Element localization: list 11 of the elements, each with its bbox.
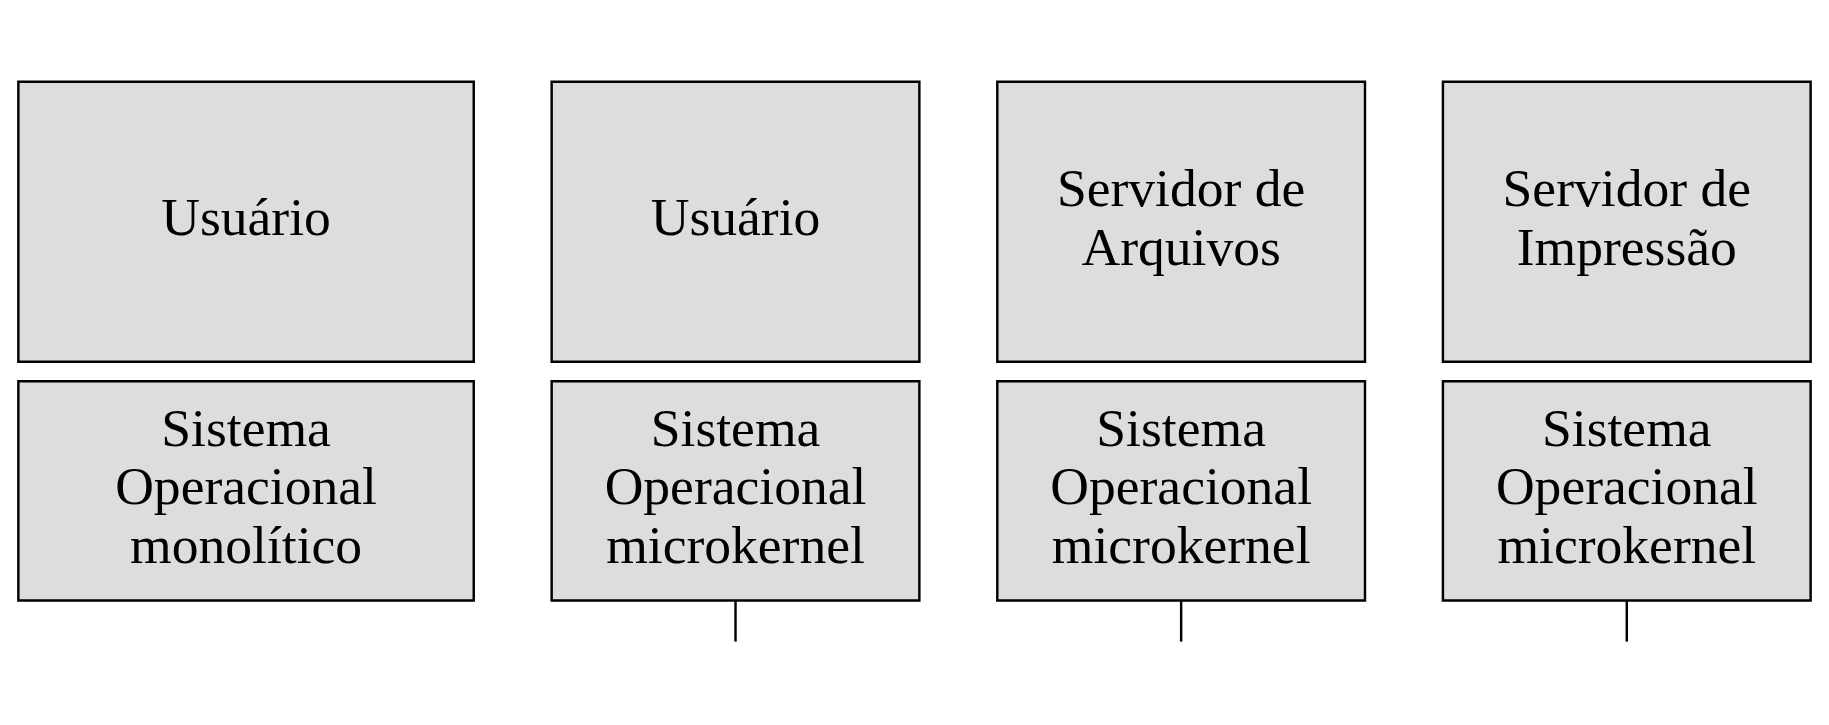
node-box: Usuário — [550, 80, 921, 363]
node-box: Servidor de Impressão — [1441, 80, 1812, 363]
connector — [1179, 599, 1183, 642]
node-box: Sistema Operacional microkernel — [996, 379, 1367, 602]
node-box: Servidor de Arquivos — [996, 80, 1367, 363]
node-box: Usuário — [17, 80, 475, 363]
node-box: Sistema Operacional microkernel — [550, 379, 921, 602]
node-box: Sistema Operacional monolítico — [17, 379, 475, 602]
node-box: Sistema Operacional microkernel — [1441, 379, 1812, 602]
connector — [1625, 599, 1628, 642]
connector — [734, 599, 737, 642]
